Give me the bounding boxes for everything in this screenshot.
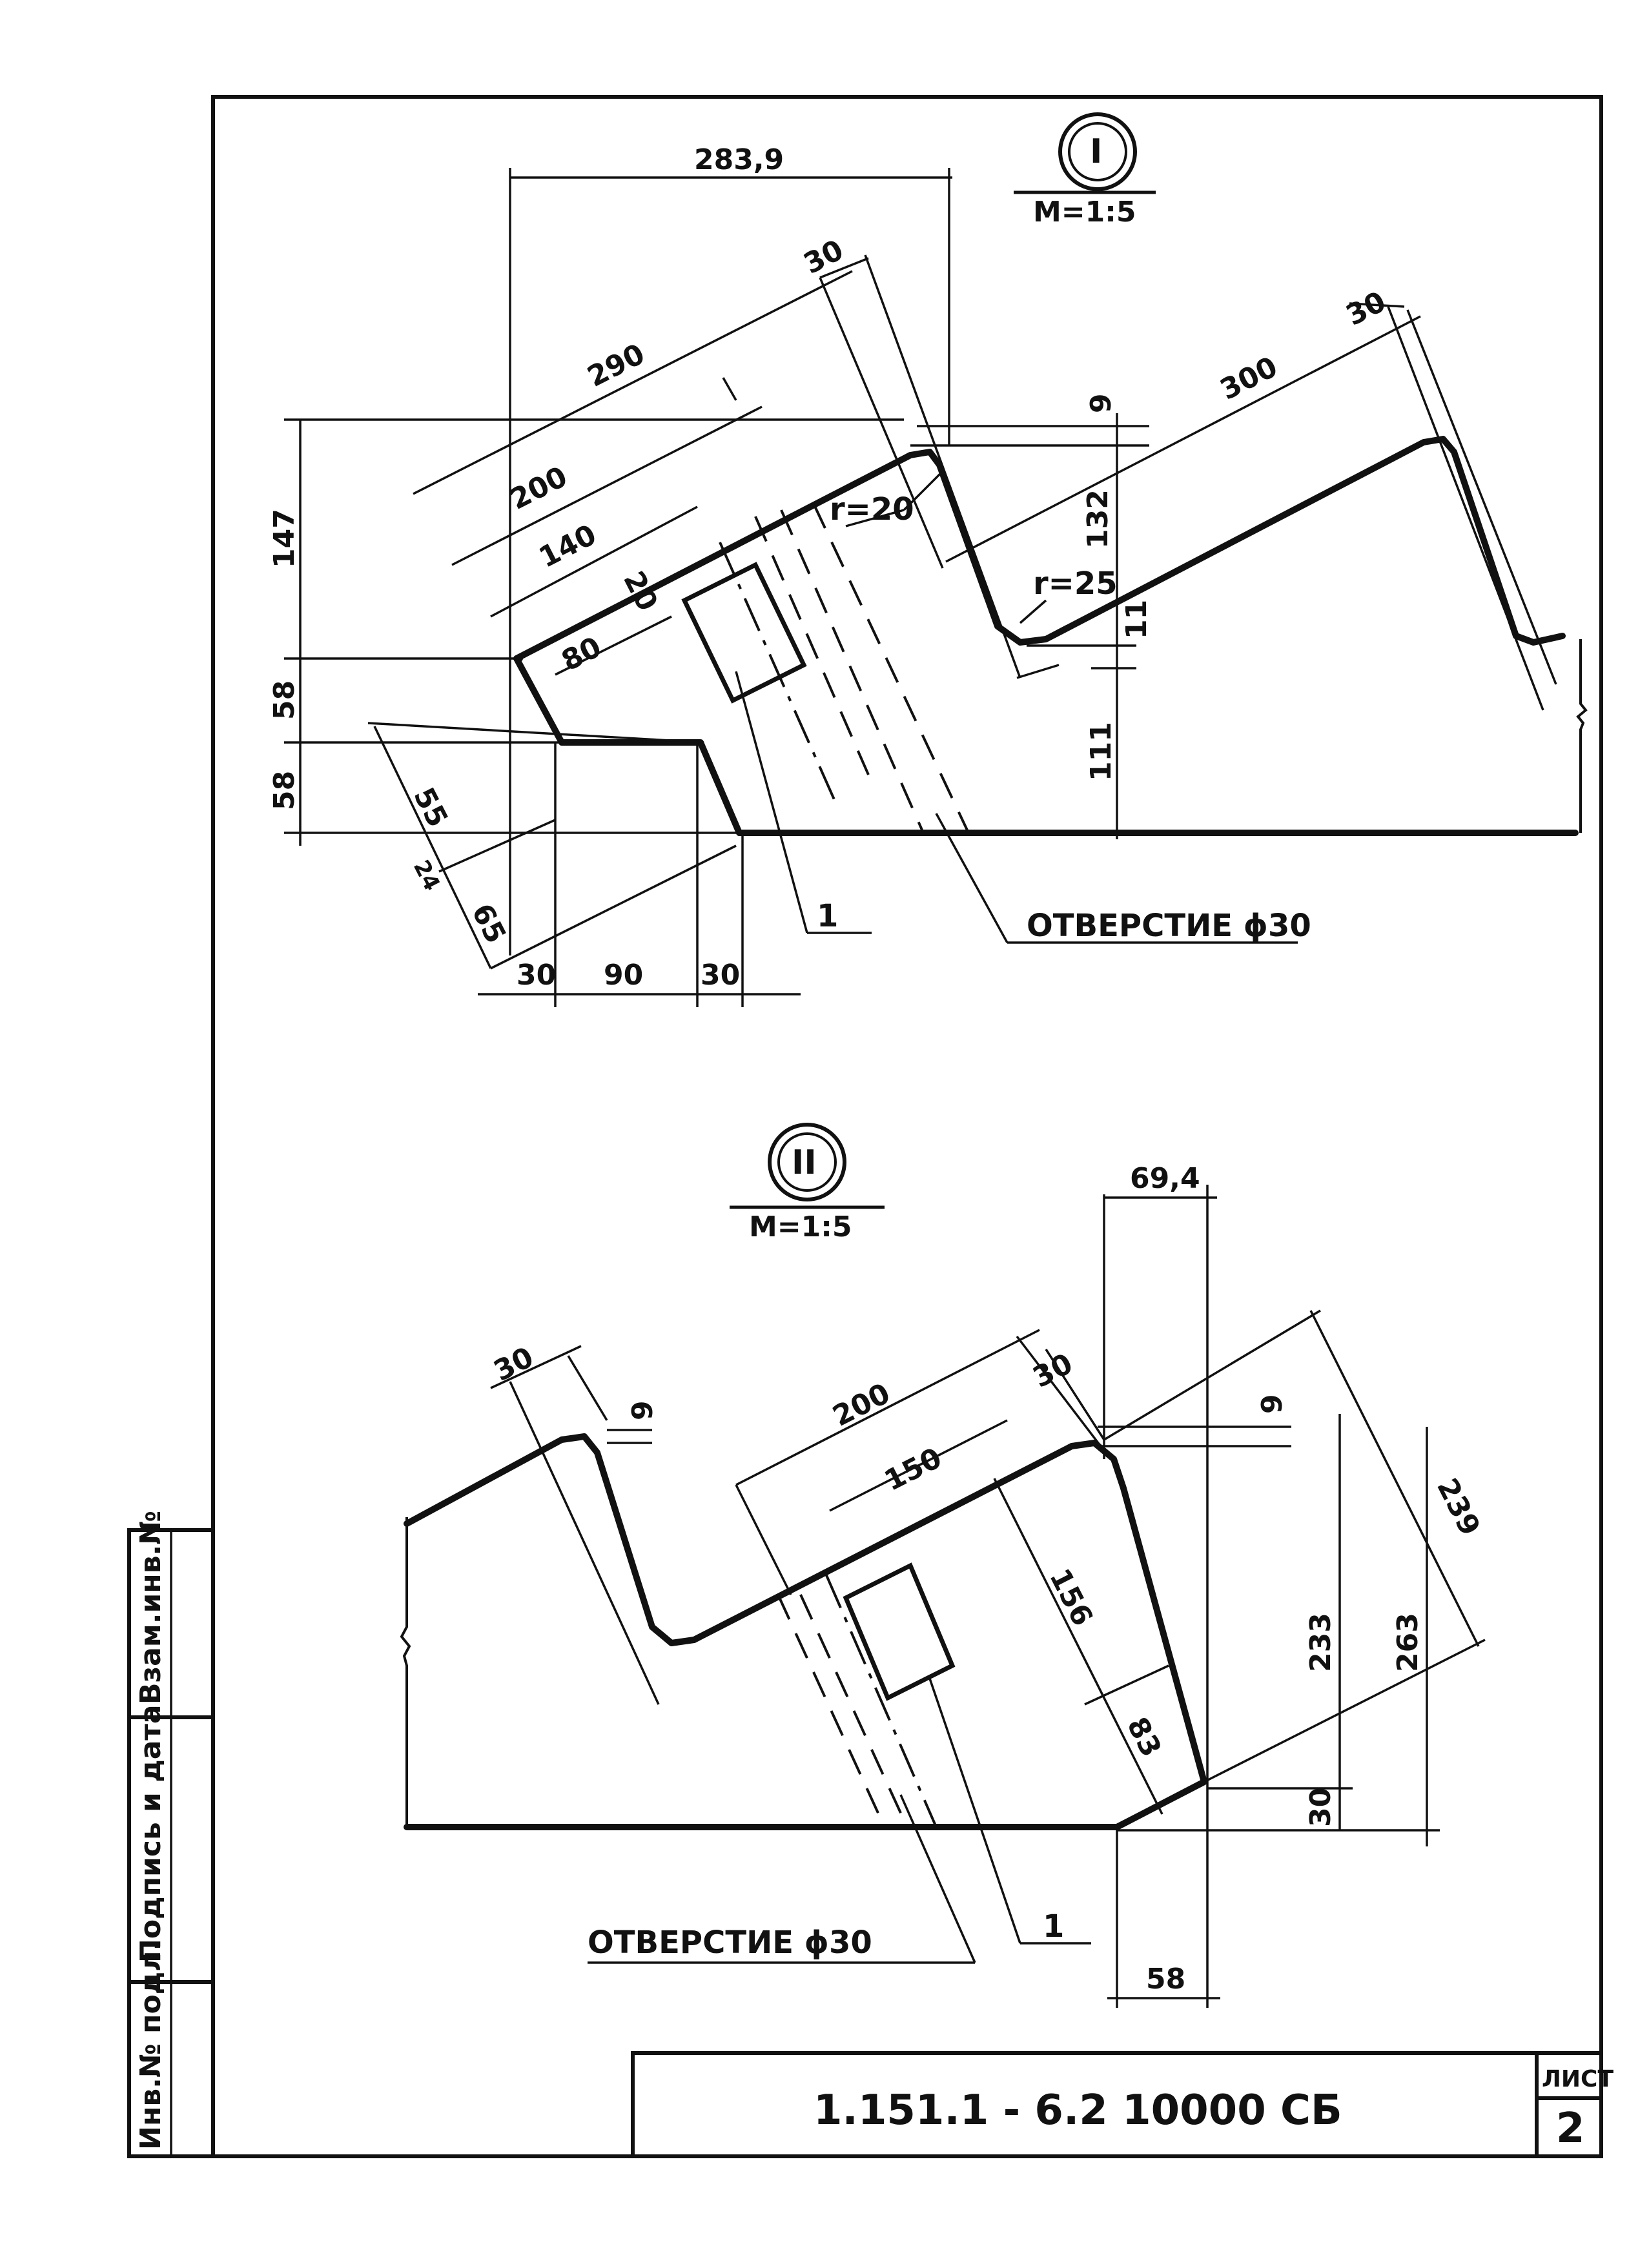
dim-283-9: 283,9 xyxy=(694,143,784,176)
dim-55: 55 xyxy=(407,782,454,833)
dim-233: 233 xyxy=(1304,1613,1337,1672)
dim-9-right: 9 xyxy=(1256,1394,1289,1414)
dim-9: 9 xyxy=(1085,393,1118,413)
view-2-scale: M=1:5 xyxy=(749,1211,852,1243)
view-2-marker xyxy=(768,1123,846,1201)
sheet-label: ЛИСТ xyxy=(1542,2066,1613,2092)
sheet-number: 2 xyxy=(1556,2105,1585,2152)
view-1-dimension-lines xyxy=(284,168,1557,1007)
side-stamp: Инв.№ подл. Подпись и дата Взам.инв.№ xyxy=(134,1511,167,2150)
dim-290: 290 xyxy=(582,338,650,394)
dim-200-view2: 200 xyxy=(828,1377,896,1433)
view-2-callout-1: 1 xyxy=(1043,1908,1064,1945)
dim-147: 147 xyxy=(268,509,301,568)
view-1: I M=1:5 xyxy=(268,112,1588,1007)
view-2-dimension-lines xyxy=(490,1185,1486,2008)
dim-30-bottom-2: 30 xyxy=(701,959,740,992)
view-2: II M=1:5 xyxy=(400,1123,1486,2008)
dim-111: 111 xyxy=(1085,722,1118,781)
view-2-hole-label: ОТВЕРСТИЕ ϕ30 xyxy=(588,1925,872,1961)
dim-65: 65 xyxy=(465,899,512,949)
dim-69-4: 69,4 xyxy=(1130,1162,1200,1195)
stamp-field-3: Взам.инв.№ xyxy=(134,1511,167,1704)
view-1-profile xyxy=(513,436,1566,836)
view-2-profile xyxy=(404,1433,1207,1830)
dim-239: 239 xyxy=(1430,1473,1486,1541)
view-1-hole-label: ОТВЕРСТИЕ ϕ30 xyxy=(1027,908,1311,944)
stamp-field-2: Подпись и дата xyxy=(134,1704,167,1963)
dim-30-bottom-1: 30 xyxy=(517,959,556,992)
view-1-marker xyxy=(1058,112,1137,191)
view-1-title: I xyxy=(1090,132,1102,171)
dim-300: 300 xyxy=(1215,351,1283,407)
dim-58-lower: 58 xyxy=(268,771,301,810)
dim-58-upper: 58 xyxy=(268,680,301,720)
dim-58-view2: 58 xyxy=(1146,1963,1185,1996)
view-1-scale: M=1:5 xyxy=(1033,196,1136,229)
dim-156: 156 xyxy=(1043,1564,1099,1631)
dim-30-left: 30 xyxy=(489,1341,539,1388)
dim-30-right: 30 xyxy=(1341,285,1391,332)
drawing-code: 1.151.1 - 6.2 10000 СБ xyxy=(814,2087,1342,2134)
dim-263: 263 xyxy=(1391,1613,1424,1672)
view-1-slot xyxy=(681,562,807,704)
dim-83: 83 xyxy=(1120,1712,1167,1762)
dim-30-top: 30 xyxy=(799,234,849,281)
drawing-frame xyxy=(127,95,1603,2158)
dim-9-left: 9 xyxy=(626,1400,659,1420)
dim-20: 20 xyxy=(617,566,664,617)
dim-90: 90 xyxy=(604,959,643,992)
dim-132: 132 xyxy=(1081,489,1114,549)
dim-150: 150 xyxy=(879,1442,947,1498)
dim-30-bottom: 30 xyxy=(1304,1788,1337,1827)
radius-r25: r=25 xyxy=(1033,566,1118,602)
stamp-field-1: Инв.№ подл. xyxy=(134,1940,167,2150)
dim-11: 11 xyxy=(1120,600,1153,639)
view-2-slot xyxy=(843,1562,956,1701)
radius-r20: r=20 xyxy=(830,491,914,527)
view-2-title: II xyxy=(792,1143,817,1182)
dim-140: 140 xyxy=(534,518,602,575)
view-1-callout-1: 1 xyxy=(817,898,838,934)
